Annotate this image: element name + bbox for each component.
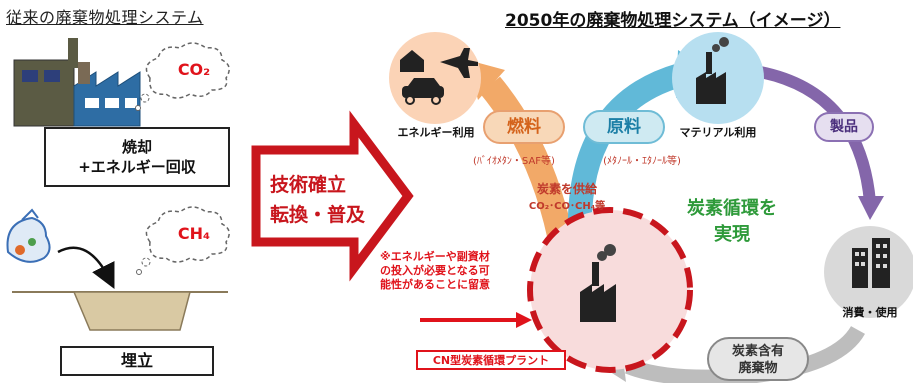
input-arrow bbox=[420, 312, 532, 328]
note-text: ※エネルギーや副資材 の投入が必要となる可 能性があることに留意 bbox=[380, 250, 520, 292]
trash-bag-icon bbox=[6, 208, 51, 263]
incineration-box: 焼却 +エネルギー回収 bbox=[44, 127, 230, 187]
circulation-line2: 実現 bbox=[714, 224, 750, 245]
products-pill: 製品 bbox=[814, 112, 874, 142]
plant-label-box: CN型炭素循環プラント bbox=[416, 350, 566, 370]
note-line3: 能性があることに留意 bbox=[380, 278, 490, 291]
waste-line1: 炭素含有 bbox=[731, 344, 784, 359]
consumption-label: 消費・使用 bbox=[842, 306, 898, 319]
transition-text: 技術確立 転換・普及 bbox=[270, 170, 390, 230]
carbon-circulation: 炭素循環を 実現 bbox=[672, 196, 792, 248]
fuel-pill: 燃料 bbox=[483, 110, 565, 144]
cloud-ch4-icon bbox=[136, 206, 230, 275]
note-line2: の投入が必要となる可 bbox=[380, 264, 490, 277]
ch4-label: CH₄ bbox=[177, 224, 211, 243]
factory-icon-left bbox=[13, 38, 141, 127]
supply-line2: CO₂･CO･CH₄等 bbox=[528, 201, 606, 212]
supply-line1: 炭素を供給 bbox=[536, 182, 597, 196]
waste-pill: 炭素含有 廃棄物 bbox=[707, 337, 809, 381]
raw-sub-label: (ﾒﾀﾉｰﾙ・ｴﾀﾉｰﾙ等) bbox=[603, 156, 681, 167]
energy-use-label: エネルギー利用 bbox=[397, 126, 475, 139]
material-use-label: マテリアル利用 bbox=[679, 126, 757, 139]
transition-arrow bbox=[251, 110, 414, 282]
left-title: 従来の廃棄物処理システム bbox=[6, 8, 204, 27]
material-use-circle bbox=[672, 32, 764, 124]
transition-line2: 転換・普及 bbox=[270, 204, 366, 226]
cn-plant-circle bbox=[527, 207, 693, 373]
incineration-line2: +エネルギー回収 bbox=[78, 158, 196, 176]
consumption-circle bbox=[824, 226, 913, 318]
landfill-box: 埋立 bbox=[60, 346, 214, 376]
right-title: 2050年の廃棄物処理システム（イメージ） bbox=[505, 11, 841, 31]
incineration-line1: 焼却 bbox=[121, 138, 152, 156]
co2-label: CO₂ bbox=[177, 60, 211, 79]
energy-use-circle bbox=[389, 32, 481, 124]
transition-line1: 技術確立 bbox=[270, 174, 347, 196]
landfill-pit-icon bbox=[12, 246, 228, 331]
circulation-line1: 炭素循環を bbox=[687, 198, 777, 219]
cloud-co2-icon bbox=[135, 42, 230, 111]
carbon-supply: 炭素を供給 CO₂･CO･CH₄等 bbox=[512, 180, 622, 212]
fuel-sub-label: (ﾊﾞｲｵﾒﾀﾝ・SAF等) bbox=[473, 156, 555, 167]
raw-pill: 原料 bbox=[583, 110, 665, 144]
waste-line2: 廃棄物 bbox=[738, 361, 778, 376]
note-line1: ※エネルギーや副資材 bbox=[380, 250, 490, 263]
